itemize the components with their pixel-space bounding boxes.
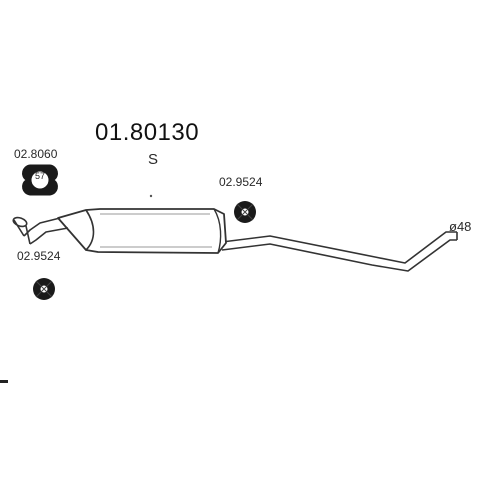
muffler bbox=[57, 208, 227, 254]
part-marker-dot bbox=[149, 194, 153, 198]
variant-label: S bbox=[148, 151, 159, 168]
mount-bottom-code: 02.9524 bbox=[17, 249, 61, 263]
gasket-icon bbox=[22, 164, 58, 196]
tail-pipe bbox=[221, 231, 458, 272]
edge-dash bbox=[0, 380, 8, 383]
inlet-pipe bbox=[12, 216, 69, 245]
mount-top-code: 02.9524 bbox=[219, 175, 263, 189]
pipe-diameter-label: ø48 bbox=[449, 219, 472, 234]
gasket-badge: 57 bbox=[34, 171, 45, 181]
part-number: 01.80130 bbox=[95, 119, 200, 146]
gasket-code: 02.8060 bbox=[14, 147, 58, 161]
rubber-mount-bottom-icon bbox=[33, 278, 55, 300]
rubber-mount-top-icon bbox=[234, 201, 256, 223]
